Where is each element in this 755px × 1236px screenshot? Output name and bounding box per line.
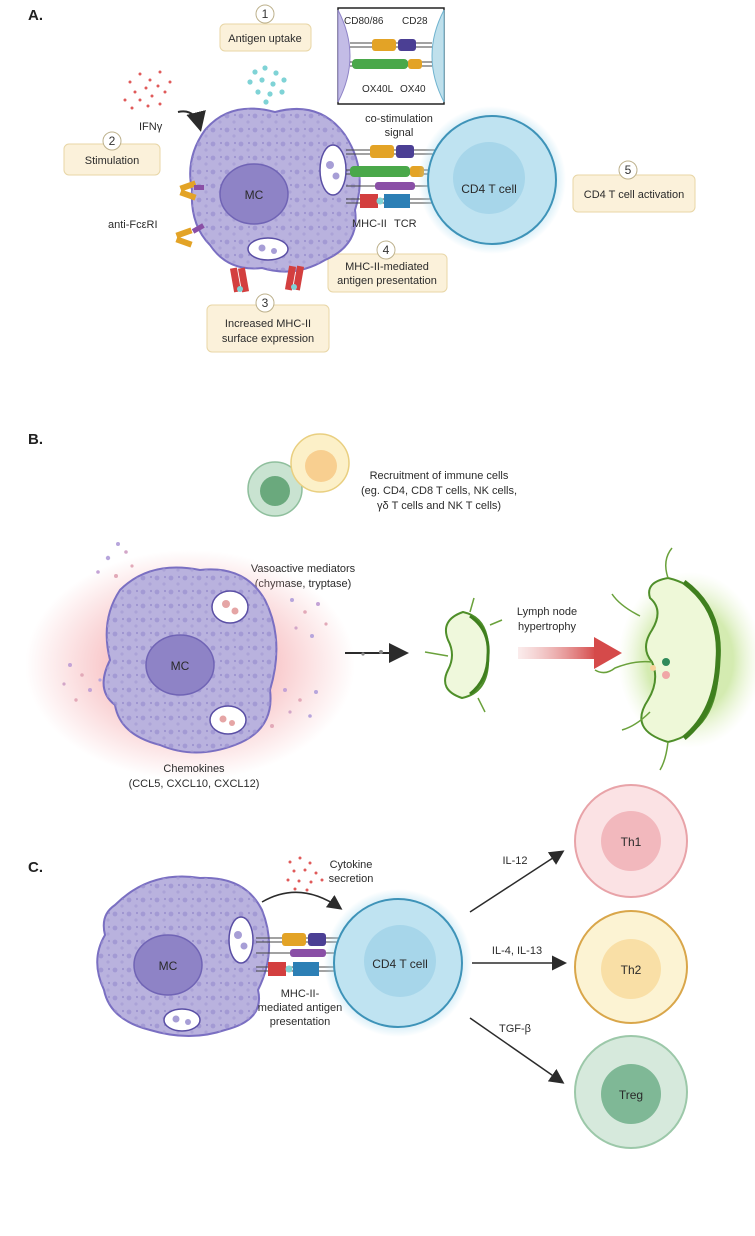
mast-cell-a: MC [189,107,361,273]
costim-label-line1: co-stimulation [365,113,433,125]
mhc-ii-surface [229,265,305,293]
th2-cell: Th2 [574,910,688,1024]
panel-b-label: B. [28,431,43,448]
tgfb-label: TGF-β [499,1023,531,1035]
inset-ox40-label: OX40 [400,84,426,95]
recruit-line3: γδ T cells and NK T cells) [377,500,501,512]
lymph-node-line1: Lymph node [517,606,577,618]
mhc-pres-line2: mediated antigen [258,1002,342,1014]
step-3-number: 3 [262,296,269,310]
cytokine-dots [286,856,324,892]
recruited-cells [247,433,350,517]
fceri-receptors [175,180,205,248]
il4-label: IL-4, IL-13 [492,945,542,957]
cd4-t-cell-a-label: CD4 T cell [461,182,517,196]
antigen-dots [247,65,287,105]
step-2-text: Stimulation [85,155,139,167]
step-3: 3 Increased MHC-II surface expression [206,293,330,353]
th2-label: Th2 [621,963,642,977]
step-4: 4 MHC-II-mediated antigen presentation [327,240,448,293]
inset-cd28-label: CD28 [402,16,428,27]
mast-cell-c-label: MC [159,959,178,973]
step-5: 5 CD4 T cell activation [572,160,696,213]
costim-inset: CD80/86 CD28 OX40L OX40 [337,7,445,105]
hypertrophy-arrow [518,637,622,669]
step-1-text: Antigen uptake [228,33,301,45]
mast-cell-b: MC [102,566,278,754]
mast-cell-b-label: MC [171,659,190,673]
cytokine-arrow [261,891,343,910]
mhc-pres-line3: presentation [270,1016,331,1028]
lymph-node-large [594,547,755,771]
cd4-t-cell-a: CD4 T cell [418,106,566,254]
th1-label: Th1 [621,835,642,849]
ifn-gamma-label: IFNγ [139,121,163,133]
mhc-ii-label: MHC-II [352,218,387,230]
cytokine-line1: Cytokine [330,859,373,871]
step-1: 1 Antigen uptake [219,4,312,52]
cytokine-line2: secretion [329,873,374,885]
step-1-number: 1 [262,7,269,21]
treg-label: Treg [619,1088,643,1102]
panel-a-label: A. [28,7,43,24]
treg-cell: Treg [574,1035,688,1149]
th1-cell: Th1 [574,784,688,898]
lymph-node-line2: hypertrophy [518,621,577,633]
arrow-th1 [469,850,565,913]
cd4-t-cell-c-label: CD4 T cell [372,957,428,971]
step-4-text-line1: MHC-II-mediated [345,261,429,273]
arrow-to-lymph-node [345,643,409,663]
mediator-dots [62,542,328,728]
recruit-line2: (eg. CD4, CD8 T cells, NK cells, [361,485,517,497]
recruit-line1: Recruitment of immune cells [370,470,509,482]
mhc-pres-line1: MHC-II- [281,988,320,1000]
panel-c-label: C. [28,859,43,876]
inset-ox40l-label: OX40L [362,84,394,95]
mast-cell-a-label: MC [245,188,264,202]
step-3-text-line2: surface expression [222,333,314,345]
ifn-arrow [177,110,206,132]
mast-cell-c: MC [96,875,271,1037]
cd4-t-cell-c: CD4 T cell [324,889,472,1037]
ifn-gamma-dots [123,70,172,110]
step-2-number: 2 [109,134,116,148]
synapse-c [256,933,345,976]
anti-fceri-label: anti-FcεRI [108,219,158,231]
step-4-text-line2: antigen presentation [337,275,437,287]
step-4-number: 4 [383,243,390,257]
step-3-text-line1: Increased MHC-II [225,318,311,330]
tcr-label: TCR [394,218,417,230]
arrow-treg [469,1017,565,1084]
il12-label: IL-12 [502,855,527,867]
chemokines-line1: Chemokines [163,763,225,775]
lymph-node-small [424,597,503,713]
chemokines-line2: (CCL5, CXCL10, CXCL12) [129,778,260,790]
step-5-number: 5 [625,163,632,177]
costim-label-line2: signal [385,127,414,139]
inset-cd80-label: CD80/86 [344,16,384,27]
step-2: 2 Stimulation [63,131,161,176]
step-5-text: CD4 T cell activation [584,189,684,201]
